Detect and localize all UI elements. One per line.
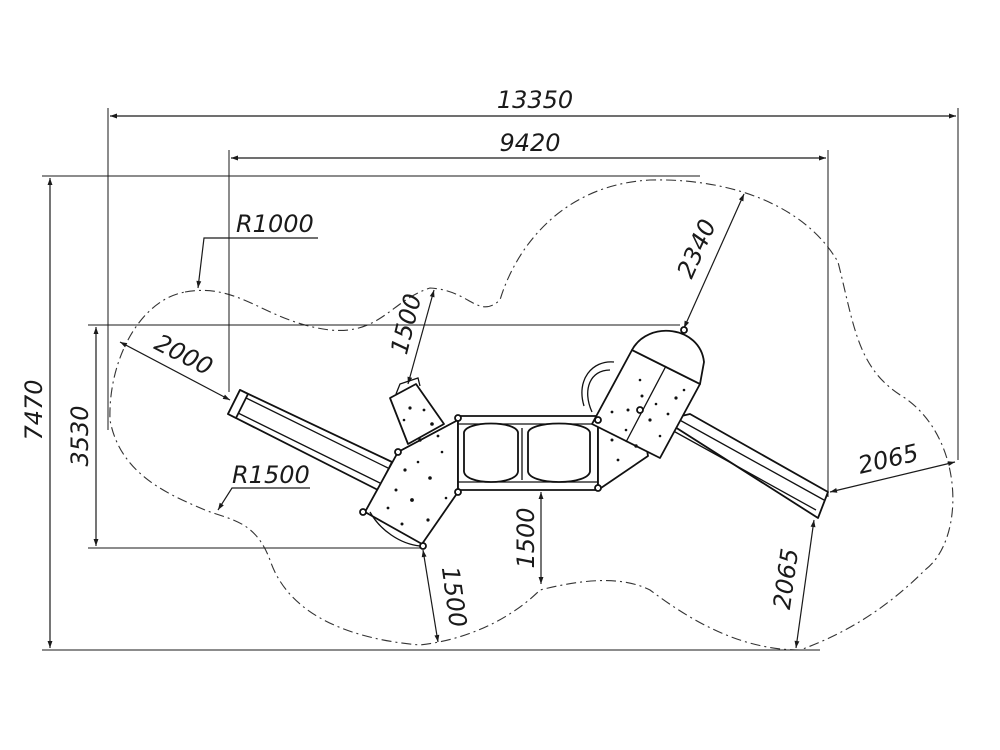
deck-texture	[386, 378, 686, 526]
climbing-panel	[389, 377, 445, 445]
leader-radius-bottom	[217, 487, 310, 511]
label-clearance-right-horizontal: 2065	[855, 439, 921, 480]
label-radius-top: R1000	[236, 210, 314, 238]
label-equipment-length: 9420	[499, 129, 560, 157]
dim-line-right-horizontal	[829, 461, 956, 493]
right-slide	[663, 413, 829, 519]
playground-equipment	[227, 326, 829, 550]
label-clearance-tower-top: 1500	[385, 291, 427, 357]
label-overall-width: 7470	[20, 379, 48, 440]
tunnel-bridge	[457, 415, 599, 491]
label-equipment-width: 3530	[66, 405, 94, 466]
roofed-tower	[581, 329, 705, 459]
label-clearance-tower-bottom: 1500	[436, 565, 472, 629]
dim-line-tower-bottom	[421, 549, 440, 643]
safety-zone-outline	[109, 179, 954, 651]
label-clearance-left-slide: 2000	[150, 329, 217, 382]
dim-line-right-vertical	[794, 519, 816, 649]
leader-radius-top	[196, 237, 318, 289]
label-overall-length: 13350	[497, 86, 573, 114]
dim-line-tower-top	[407, 289, 435, 385]
dim-line-left-slide	[119, 341, 231, 401]
label-radius-bottom: R1500	[232, 461, 310, 489]
dim-line-roof	[683, 193, 745, 329]
label-clearance-right-vertical: 2065	[768, 547, 804, 611]
label-clearance-roof: 2340	[671, 215, 721, 282]
label-clearance-tunnel-bottom: 1500	[512, 507, 540, 568]
